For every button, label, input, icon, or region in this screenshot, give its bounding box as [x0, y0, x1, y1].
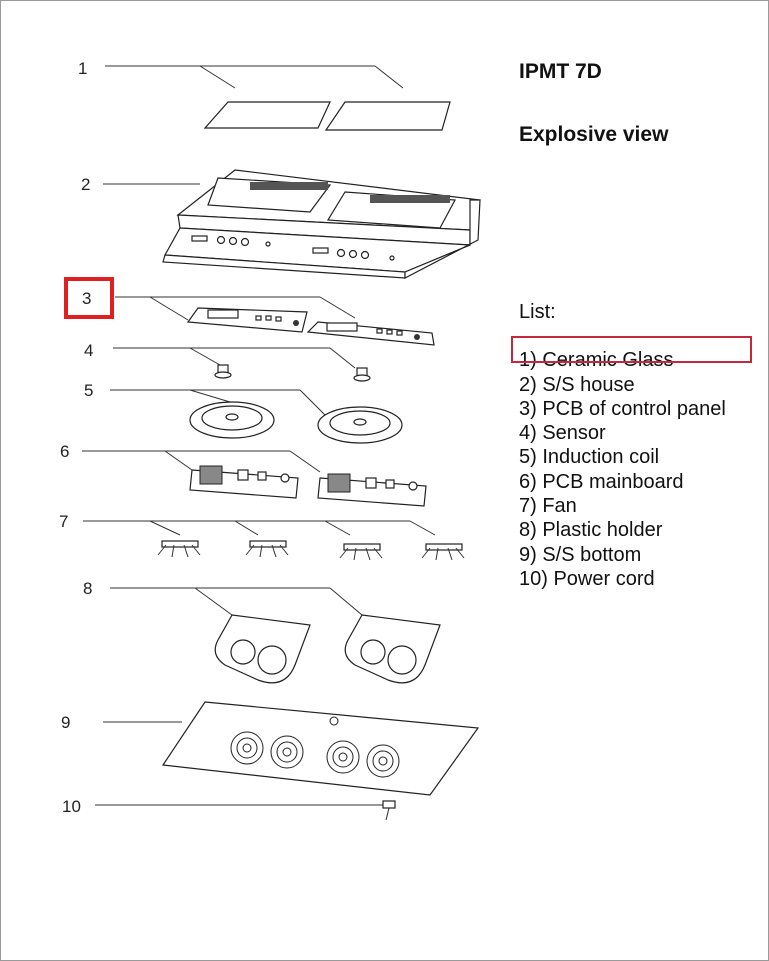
callout-10: 10 [62, 797, 81, 816]
list-heading: List: [519, 301, 556, 323]
list-item: 5) Induction coil [519, 446, 660, 469]
induction-coil-part [189, 401, 403, 444]
plastic-holder-part [214, 614, 441, 684]
callout-7: 7 [59, 512, 68, 531]
list-item: 9) S/S bottom [519, 543, 642, 566]
leader-lines [82, 65, 436, 806]
callout-4: 4 [84, 341, 93, 360]
pcb-control-panel-part [186, 307, 435, 346]
model-title: IPMT 7D [519, 60, 602, 83]
list-item-highlighted: 3) PCB of control panel [519, 397, 726, 420]
ss-house-part [162, 169, 481, 279]
list-item: 6) PCB mainboard [519, 470, 684, 493]
highlight-callout-3 [64, 277, 114, 319]
parts-list: List: 1) Ceramic Glass 2) S/S house 3) P… [519, 300, 726, 591]
power-cord-part [382, 800, 396, 821]
callout-3: 3 [82, 289, 91, 308]
callout-6: 6 [60, 442, 69, 461]
callout-1: 1 [78, 59, 87, 78]
callout-5: 5 [84, 381, 93, 400]
highlight-list-item-3 [511, 336, 752, 363]
fan-part [157, 540, 465, 561]
list-item: 7) Fan [519, 495, 577, 518]
list-item: 8) Plastic holder [519, 519, 663, 542]
callout-9: 9 [61, 713, 70, 732]
callout-2: 2 [81, 175, 90, 194]
ss-bottom-part [161, 701, 480, 796]
ceramic-glass-part [203, 101, 451, 131]
list-item: 2) S/S house [519, 373, 635, 396]
list-item: 10) Power cord [519, 567, 655, 590]
callout-8: 8 [83, 579, 92, 598]
view-subtitle: Explosive view [519, 123, 669, 146]
pcb-mainboard-part [189, 465, 427, 507]
list-item: 1) Ceramic Glass [519, 349, 674, 372]
list-item: 4) Sensor [519, 422, 606, 445]
sensor-part [214, 364, 371, 382]
